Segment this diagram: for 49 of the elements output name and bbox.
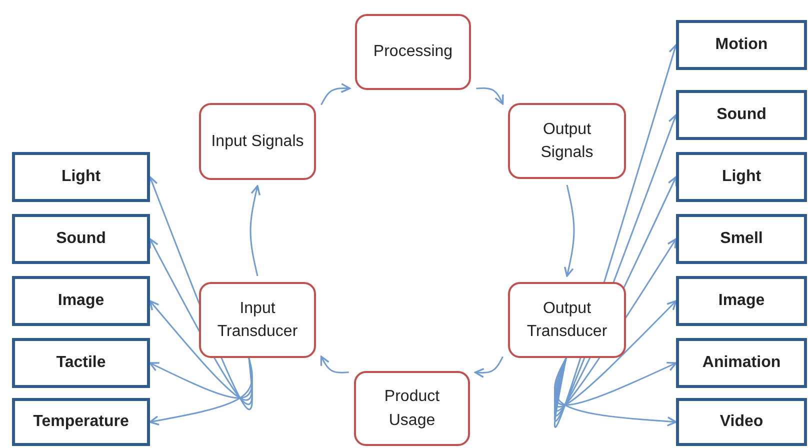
process-box <box>199 103 316 180</box>
process-box <box>199 282 316 358</box>
category-box <box>676 20 807 70</box>
arrow <box>250 185 261 276</box>
category-box <box>12 276 150 326</box>
arrow <box>149 358 253 426</box>
process-box <box>508 282 626 358</box>
arrow <box>149 300 253 401</box>
category-box <box>12 338 150 388</box>
node-label: Light <box>61 168 101 186</box>
node-label: Temperature <box>33 413 129 431</box>
process-box <box>355 14 471 90</box>
arrow <box>476 87 504 105</box>
node-label: Tactile <box>56 354 106 372</box>
category-box <box>676 276 807 326</box>
arrow <box>564 184 575 277</box>
node-label: Input Transducer <box>216 298 299 342</box>
arrow <box>320 82 351 106</box>
arrow <box>149 358 253 399</box>
category-box <box>676 398 807 446</box>
arrow <box>554 300 677 408</box>
category-box <box>12 398 150 446</box>
node-label: Light <box>722 168 762 186</box>
arrow <box>320 356 349 374</box>
node-label: Processing <box>373 42 453 62</box>
arrow <box>554 358 677 406</box>
process-box <box>508 103 626 179</box>
category-box <box>676 214 807 264</box>
node-label: Product Usage <box>383 387 441 430</box>
category-box <box>676 152 807 202</box>
node-label: Image <box>58 292 104 310</box>
node-label: Output Transducer <box>526 298 608 342</box>
process-box <box>354 371 470 446</box>
node-label: Sound <box>716 106 766 124</box>
arrow <box>554 358 677 426</box>
arrow <box>149 238 253 405</box>
node-label: Image <box>718 292 765 310</box>
category-box <box>12 152 150 202</box>
node-label: Output Signals <box>540 120 594 163</box>
node-label: Smell <box>720 230 763 248</box>
node-label: Motion <box>715 36 768 54</box>
node-label: Input Signals <box>211 132 304 152</box>
category-box <box>676 90 807 140</box>
node-label: Video <box>720 413 764 431</box>
node-label: Animation <box>702 354 781 372</box>
node-label: Sound <box>56 230 106 248</box>
category-box <box>12 214 150 264</box>
arrow <box>474 356 504 378</box>
category-box <box>676 338 807 388</box>
